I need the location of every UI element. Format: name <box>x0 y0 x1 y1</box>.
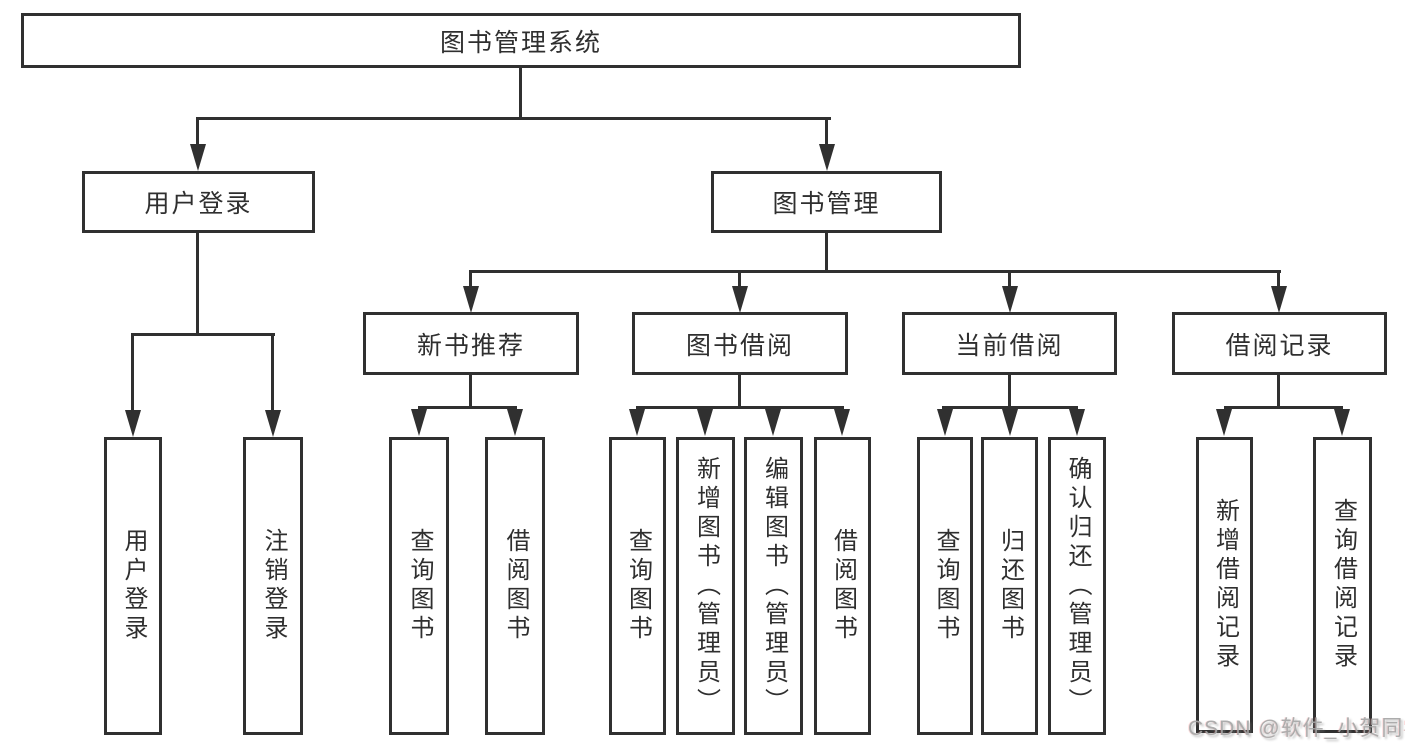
arrow-down-icon <box>697 409 713 436</box>
leaf-query-borrow-record: 查询借阅记录 <box>1313 437 1372 733</box>
node-borrowing-records: 借阅记录 <box>1172 312 1387 375</box>
node-book-management: 图书管理 <box>711 171 942 233</box>
arrow-down-icon <box>732 286 748 313</box>
leaf-user-login: 用户登录 <box>104 437 162 735</box>
leaf-borrow-books: 借阅图书 <box>814 437 871 735</box>
arrow-down-icon <box>937 409 953 436</box>
arrow-down-icon <box>1002 409 1018 436</box>
leaf-label: 注销登录 <box>260 528 287 644</box>
connector-line <box>825 117 828 147</box>
connector-line <box>942 406 1078 409</box>
connector-line <box>636 406 844 409</box>
leaf-label: 查询借阅记录 <box>1329 498 1357 672</box>
node-root: 图书管理系统 <box>21 13 1021 68</box>
leaf-label: 查询图书 <box>932 528 959 644</box>
leaf-label: 借阅图书 <box>829 528 857 644</box>
arrow-down-icon <box>1216 409 1232 436</box>
leaf-logout: 注销登录 <box>243 437 303 735</box>
node-new-book-recommend: 新书推荐 <box>363 312 579 375</box>
connector-line <box>418 406 517 409</box>
connector-line <box>131 333 134 411</box>
connector-line <box>1224 406 1343 409</box>
connector-line <box>196 117 199 147</box>
leaf-add-books-admin: 新增图书（管理员） <box>676 437 735 735</box>
arrow-down-icon <box>819 144 835 171</box>
connector-line <box>1277 375 1280 408</box>
connector-line <box>469 375 472 408</box>
leaf-label: 用户登录 <box>120 528 147 644</box>
leaf-add-borrow-record: 新增借阅记录 <box>1196 437 1253 733</box>
connector-line <box>469 270 472 288</box>
leaf-borrow-books-recommend: 借阅图书 <box>485 437 545 735</box>
csdn-watermark: CSDN @软件_小贺同学 <box>1188 717 1405 740</box>
arrow-down-icon <box>265 410 281 437</box>
leaf-label: 查询图书 <box>406 528 433 644</box>
connector-line <box>131 333 275 336</box>
arrow-down-icon <box>463 286 479 313</box>
connector-line <box>1008 375 1011 408</box>
leaf-label: 新增图书（管理员） <box>692 455 720 717</box>
connector-line <box>825 233 828 272</box>
leaf-label: 新增借阅记录 <box>1211 498 1239 672</box>
arrow-down-icon <box>507 409 523 436</box>
arrow-down-icon <box>1334 409 1350 436</box>
arrow-down-icon <box>411 409 427 436</box>
leaf-label: 查询图书 <box>624 528 652 644</box>
arrow-down-icon <box>1271 286 1287 313</box>
arrow-down-icon <box>834 409 850 436</box>
connector-line <box>519 67 522 119</box>
connector-line <box>196 117 831 120</box>
connector-line <box>738 270 741 288</box>
arrow-down-icon <box>125 410 141 437</box>
leaf-edit-books-admin: 编辑图书（管理员） <box>744 437 803 735</box>
connector-line <box>469 270 1281 273</box>
leaf-confirm-return-admin: 确认归还（管理员） <box>1048 437 1106 735</box>
leaf-label: 归还图书 <box>996 528 1024 644</box>
connector-line <box>196 233 199 335</box>
connector-line <box>1008 270 1011 288</box>
connector-line <box>738 375 741 408</box>
leaf-label: 确认归还（管理员） <box>1064 455 1091 717</box>
leaf-return-books: 归还图书 <box>981 437 1038 735</box>
arrow-down-icon <box>765 409 781 436</box>
arrow-down-icon <box>629 409 645 436</box>
leaf-label: 借阅图书 <box>502 528 529 644</box>
arrow-down-icon <box>1069 409 1085 436</box>
node-current-borrowing: 当前借阅 <box>902 312 1117 375</box>
leaf-label: 编辑图书（管理员） <box>760 455 788 717</box>
connector-line <box>1277 270 1280 288</box>
arrow-down-icon <box>1002 286 1018 313</box>
leaf-query-books-recommend: 查询图书 <box>389 437 449 735</box>
node-book-borrowing: 图书借阅 <box>632 312 848 375</box>
connector-line <box>271 333 274 411</box>
leaf-query-books-borrowing: 查询图书 <box>609 437 666 735</box>
leaf-query-books-current: 查询图书 <box>917 437 973 735</box>
node-user-login: 用户登录 <box>82 171 315 233</box>
arrow-down-icon <box>190 144 206 171</box>
